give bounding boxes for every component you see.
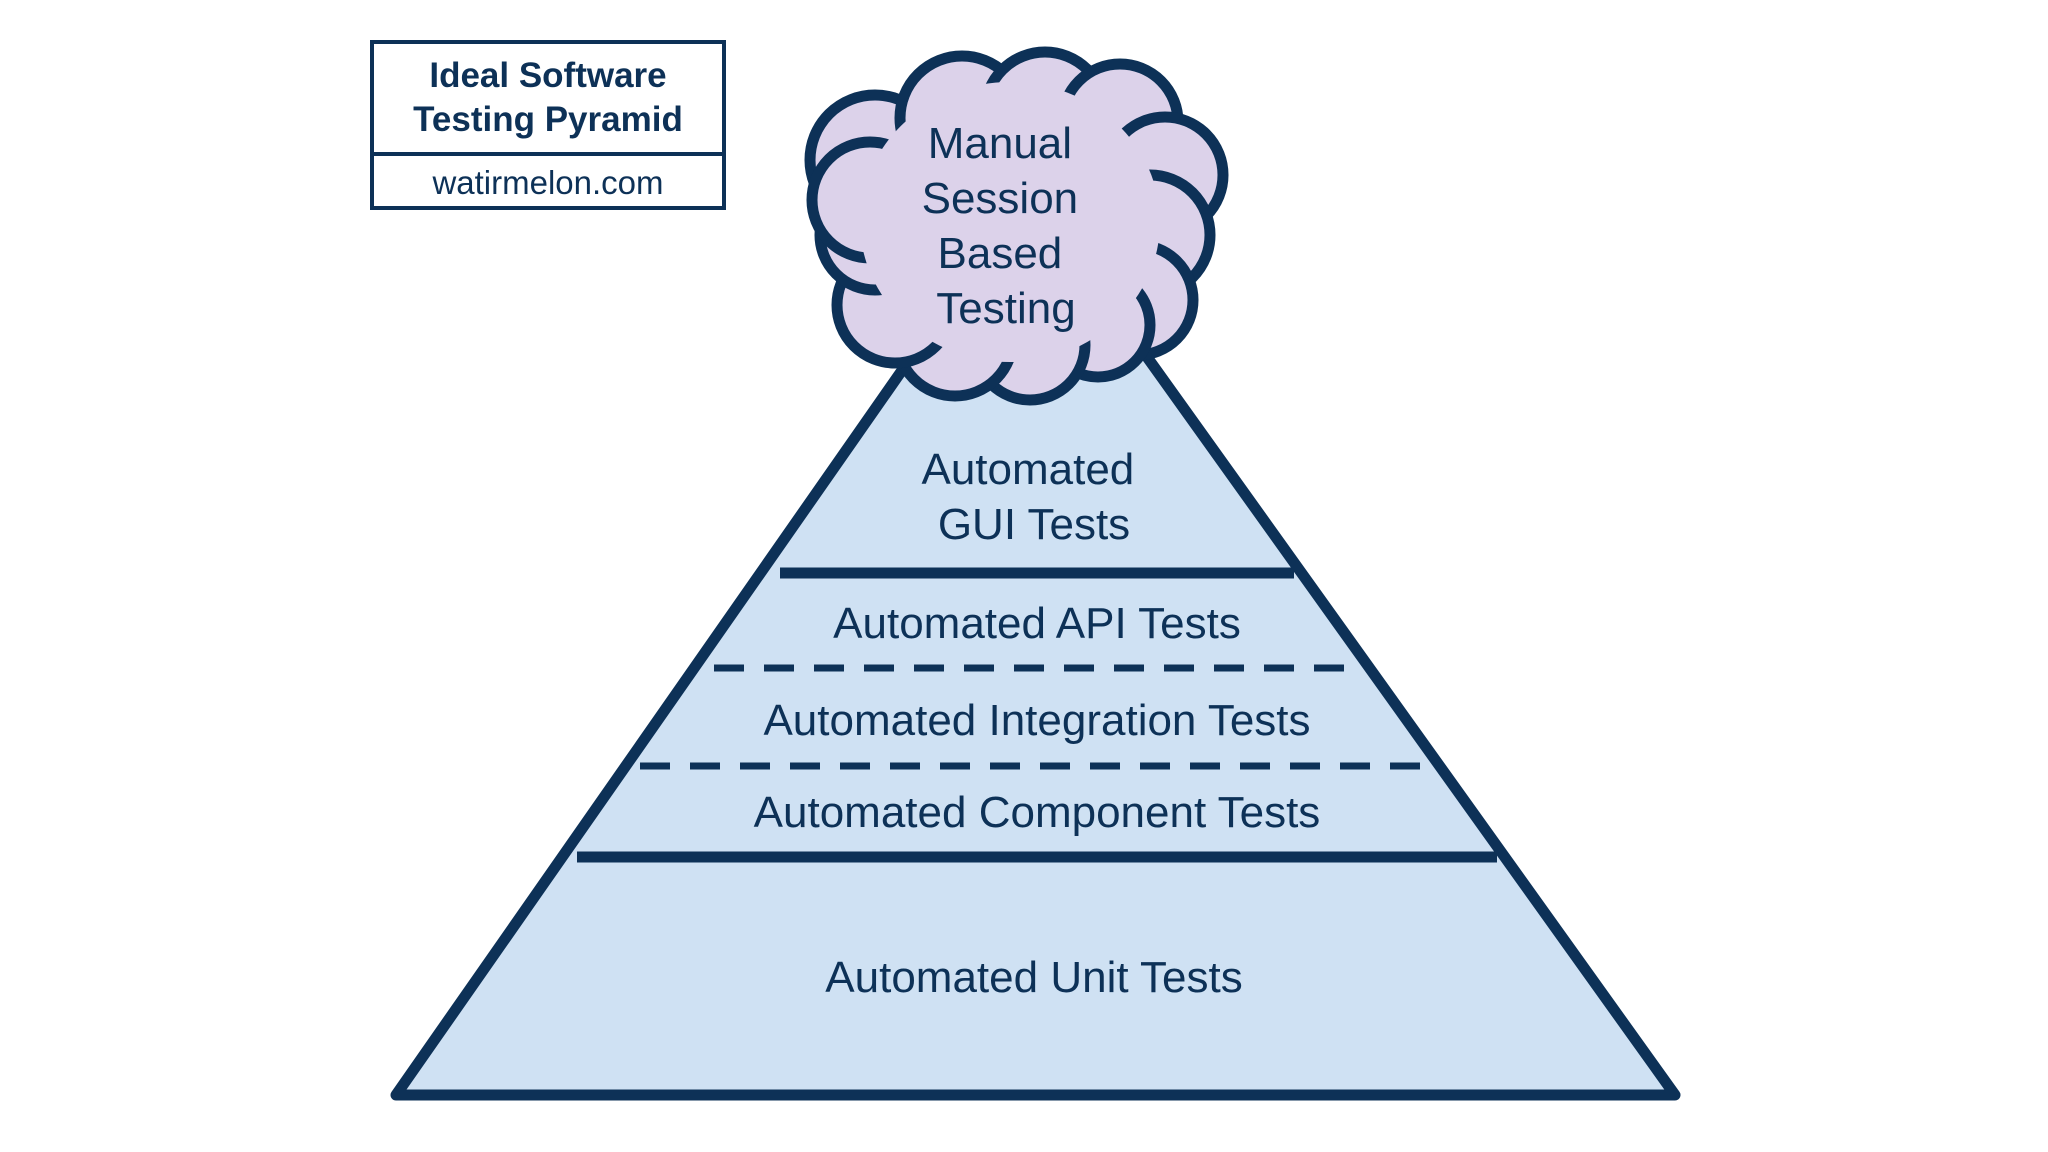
diagram-legend-box: Ideal Software Testing Pyramid watirmelo… — [370, 40, 726, 210]
cloud-line-4: Testing — [936, 284, 1075, 333]
legend-title-line-1: Ideal Software — [429, 56, 667, 95]
legend-title: Ideal Software Testing Pyramid — [374, 44, 722, 156]
svg-text:Automated GUI Tests: Automated GUI Tests — [921, 445, 1146, 549]
svg-text:Manual Session Based: Manual Session Based Testing — [922, 119, 1091, 333]
legend-source-url: watirmelon.com — [432, 164, 664, 201]
cloud-line-2: Session — [922, 174, 1079, 223]
integration-layer-label: Automated Integration Tests — [763, 696, 1310, 745]
api-layer-label: Automated API Tests — [833, 599, 1241, 648]
cloud-interior — [860, 82, 1160, 362]
gui-layer-label-line-1: Automated — [921, 445, 1134, 494]
cloud-line-3: Based — [938, 229, 1063, 278]
component-layer-label: Automated Component Tests — [754, 788, 1321, 837]
cloud-line-1: Manual — [928, 119, 1072, 168]
legend-title-line-2: Testing Pyramid — [413, 100, 683, 139]
unit-layer-label: Automated Unit Tests — [825, 953, 1242, 1002]
gui-layer-label-line-2: GUI Tests — [938, 500, 1130, 549]
